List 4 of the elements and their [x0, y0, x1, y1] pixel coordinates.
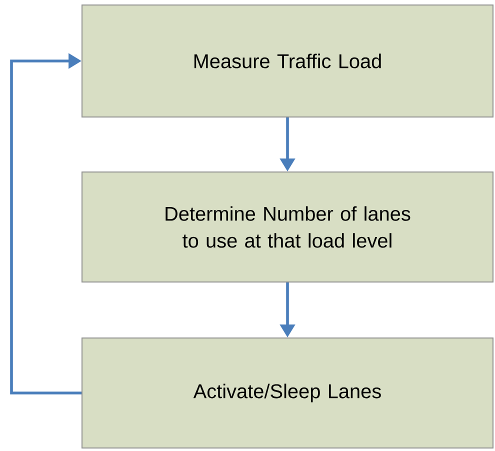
- process-box: Measure Traffic Load: [82, 4, 494, 118]
- arrow: [10, 53, 82, 394]
- process-box: Determine Number of lanes to use at that load level: [82, 171, 494, 282]
- process-box: Activate/Sleep Lanes: [82, 337, 494, 448]
